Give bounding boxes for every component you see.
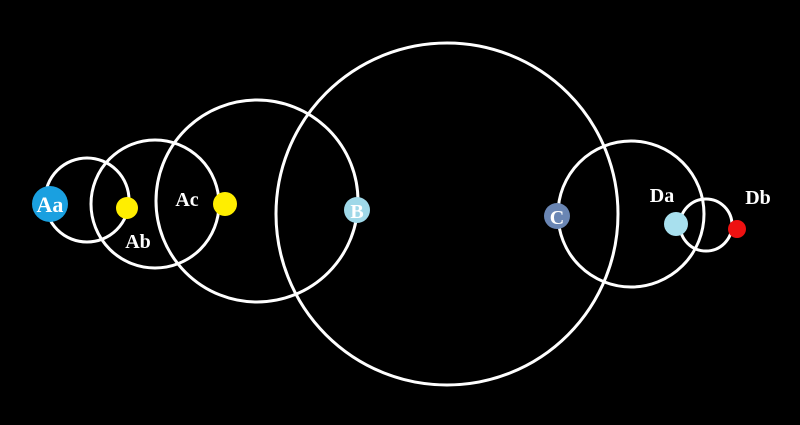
label-aa: Aa bbox=[37, 192, 64, 217]
star-da bbox=[664, 212, 688, 236]
label-db: Db bbox=[745, 187, 771, 209]
label-b: B bbox=[350, 201, 363, 223]
label-ab: Ab bbox=[125, 231, 151, 253]
star-ab bbox=[116, 197, 138, 219]
star-c bbox=[544, 203, 570, 229]
star-db bbox=[728, 220, 746, 238]
orbit-ab-c-d bbox=[274, 41, 620, 387]
label-da: Da bbox=[650, 185, 674, 207]
label-ac: Ac bbox=[175, 189, 198, 211]
label-c: C bbox=[550, 207, 564, 229]
star-b bbox=[344, 197, 370, 223]
star-aa bbox=[32, 186, 68, 222]
star-ac bbox=[213, 192, 237, 216]
